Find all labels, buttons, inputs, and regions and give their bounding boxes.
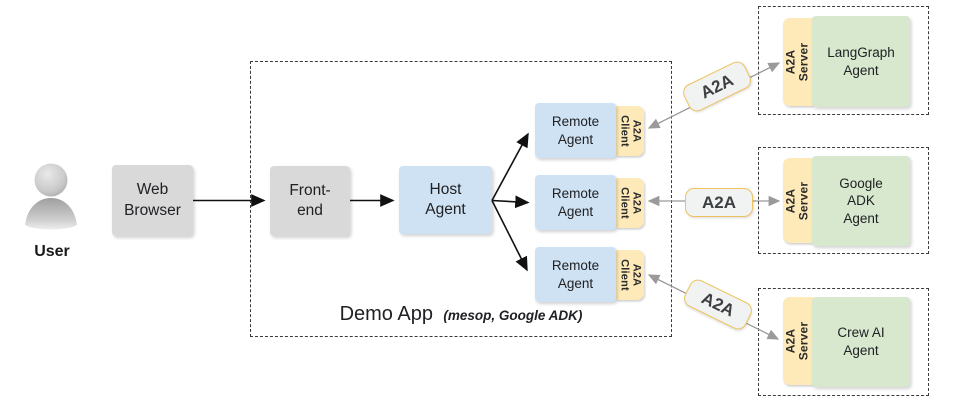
user-icon — [25, 163, 77, 230]
langgraph-agent-label: LangGraph Agent — [827, 44, 895, 78]
crew-ai-container — [758, 288, 929, 396]
demo-app-title: Demo App — [339, 303, 433, 325]
a2a-server-tab-2-label: A2A Server — [783, 181, 811, 220]
a2a-badge-middle-label: A2A — [701, 192, 736, 212]
a2a-badge-top-label: A2A — [697, 70, 737, 103]
a2a-client-tab-2-label: A2A Client — [618, 187, 643, 219]
a2a-server-tab-3: A2A Server — [783, 297, 813, 385]
remote-agent-box-1: Remote Agent — [535, 103, 616, 158]
langgraph-agent-box: LangGraph Agent — [812, 16, 910, 107]
a2a-badge-bottom: A2A — [681, 276, 755, 333]
front-end-box: Front- end — [270, 166, 350, 236]
remote-agent-3-label: Remote Agent — [551, 257, 600, 291]
a2a-badge-bottom-label: A2A — [698, 288, 738, 321]
google-adk-agent-box: Google ADK Agent — [812, 156, 910, 246]
a2a-server-tab-1: A2A Server — [783, 18, 813, 106]
a2a-badge-middle: A2A — [685, 188, 753, 217]
demo-app-caption: Demo App (mesop, Google ADK) — [250, 303, 672, 326]
host-agent-box: Host Agent — [399, 166, 492, 234]
a2a-client-tab-1-label: A2A Client — [618, 115, 643, 147]
a2a-server-tab-1-label: A2A Server — [783, 42, 811, 82]
remote-agent-1-label: Remote Agent — [551, 113, 600, 147]
web-browser-box: Web Browser — [112, 165, 193, 236]
a2a-client-tab-1: A2A Client — [616, 106, 644, 156]
crew-ai-agent-label: Crew AI Agent — [837, 325, 885, 358]
web-browser-label: Web Browser — [124, 181, 181, 219]
a2a-server-tab-3-label: A2A Server — [783, 321, 811, 361]
front-end-label: Front- end — [289, 181, 331, 219]
host-agent-label: Host Agent — [425, 180, 466, 218]
demo-app-subtitle: (mesop, Google ADK) — [443, 308, 583, 323]
a2a-client-tab-3-label: A2A Client — [618, 259, 643, 291]
remote-agent-2-label: Remote Agent — [551, 185, 600, 219]
google-adk-agent-label: Google ADK Agent — [839, 175, 883, 226]
a2a-badge-top: A2A — [680, 58, 754, 115]
a2a-client-tab-3: A2A Client — [616, 250, 644, 300]
crew-ai-agent-box: Crew AI Agent — [812, 297, 910, 387]
a2a-server-tab-2: A2A Server — [783, 158, 813, 243]
a2a-client-tab-2: A2A Client — [616, 178, 644, 228]
user-label: User — [34, 243, 70, 260]
langgraph-container — [758, 6, 929, 115]
remote-agent-box-3: Remote Agent — [535, 247, 616, 302]
remote-agent-box-2: Remote Agent — [535, 175, 616, 230]
